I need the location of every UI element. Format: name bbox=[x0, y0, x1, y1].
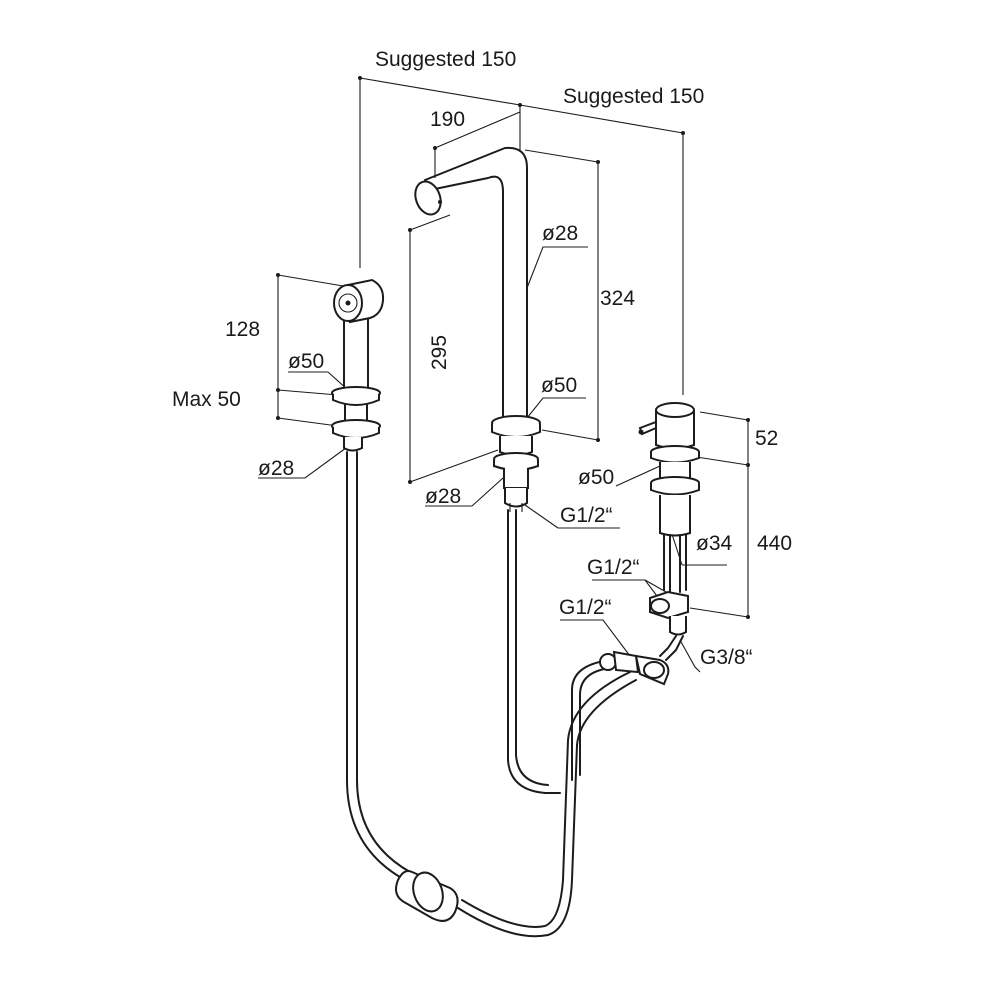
label-spout-height: 324 bbox=[600, 287, 635, 310]
label-spout-flange-dia: ø50 bbox=[541, 374, 577, 397]
label-shower-height: 128 bbox=[225, 318, 260, 341]
lever-mixer bbox=[638, 402, 700, 661]
hand-shower bbox=[331, 278, 385, 452]
label-spout-dia: ø28 bbox=[542, 222, 578, 245]
label-lever-body-dia: ø34 bbox=[696, 532, 733, 555]
hose-weight bbox=[395, 870, 459, 922]
label-shower-base-dia: ø28 bbox=[258, 457, 294, 480]
label-lever-height: 52 bbox=[755, 427, 778, 450]
diverter-connector bbox=[599, 650, 670, 686]
label-spout-reach: 190 bbox=[430, 108, 465, 131]
label-suggested-right: Suggested 150 bbox=[563, 85, 704, 108]
dimension-labels: Suggested 150 Suggested 150 190 ø28 324 … bbox=[172, 48, 792, 669]
label-lever-thread-2: G1/2“ bbox=[559, 596, 612, 619]
label-lever-thread-1: G1/2“ bbox=[587, 556, 640, 579]
dimension-lines bbox=[276, 76, 750, 619]
label-lever-total-height: 440 bbox=[757, 532, 792, 555]
spout bbox=[414, 146, 541, 512]
label-lever-thread-3: G3/8“ bbox=[700, 646, 753, 669]
label-max-deck: Max 50 bbox=[172, 388, 241, 411]
label-suggested-top: Suggested 150 bbox=[375, 48, 516, 71]
label-spout-inner-height: 295 bbox=[428, 335, 451, 370]
label-spout-base-dia: ø28 bbox=[425, 485, 461, 508]
hoses bbox=[346, 451, 637, 938]
label-spout-thread: G1/2“ bbox=[560, 504, 613, 527]
label-shower-flange-dia: ø50 bbox=[288, 350, 324, 373]
label-lever-flange-dia: ø50 bbox=[578, 466, 614, 489]
